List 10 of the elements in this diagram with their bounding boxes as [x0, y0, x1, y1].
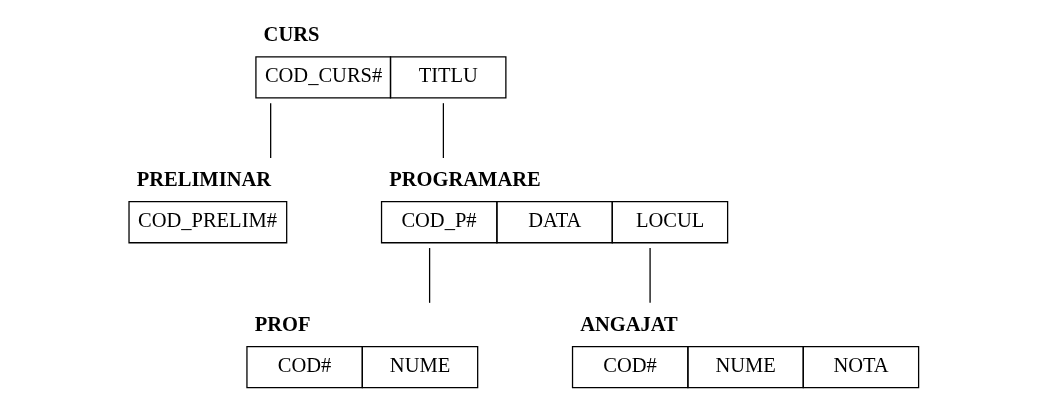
connector	[270, 102, 272, 159]
node-label: CURS	[263, 23, 320, 46]
node-label: PROF	[254, 312, 311, 335]
node-label: PROGRAMARE	[389, 168, 541, 191]
connector	[442, 102, 445, 159]
node-box: COD_PRELIM#	[128, 201, 288, 244]
node-label: PRELIMINAR	[136, 168, 272, 191]
connector	[428, 247, 431, 304]
connector	[649, 247, 651, 304]
node-label: ANGAJAT	[580, 312, 678, 335]
